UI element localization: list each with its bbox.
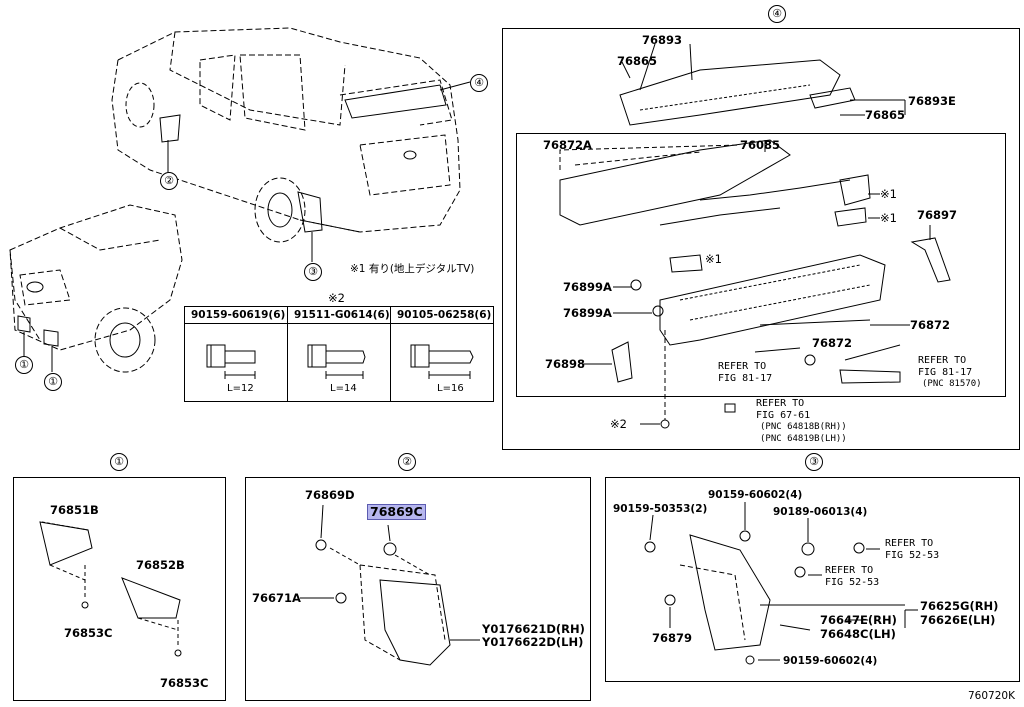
ref-52-53-b-line1[interactable]: REFER TO: [825, 565, 874, 576]
part-76872A[interactable]: 76872A: [543, 138, 592, 152]
ref-52-53-b-line2[interactable]: FIG 52-53: [825, 577, 880, 588]
part-76625G[interactable]: 76625G(RH): [920, 599, 999, 613]
ref-52-53-a-line2[interactable]: FIG 52-53: [885, 550, 940, 561]
part-90189-06013[interactable]: 90189-06013(4): [773, 506, 868, 518]
part-76853C-2[interactable]: 76853C: [160, 676, 209, 690]
bolt-icons: [206, 344, 474, 379]
callout-3[interactable]: ③: [304, 263, 322, 281]
part-76893[interactable]: 76893: [642, 33, 683, 47]
ref-81-17-b-line1[interactable]: REFER TO: [918, 355, 967, 366]
section-2-header: ②: [398, 453, 416, 471]
spoiler-upper-bracket: [619, 59, 841, 126]
section-3-header: ③: [805, 453, 823, 471]
part-90159-60602-a[interactable]: 90159-60602(4): [708, 489, 803, 501]
part-76671A[interactable]: 76671A: [252, 591, 301, 605]
callout-2[interactable]: ②: [160, 172, 178, 190]
part-76899A-2[interactable]: 76899A: [563, 306, 612, 320]
suv-front-illustration: [9, 204, 183, 351]
part-76897[interactable]: 76897: [917, 208, 958, 222]
section-2-frame: [245, 477, 591, 701]
part-Y0176622D[interactable]: Y0176622D(LH): [482, 635, 584, 649]
section-1-frame: [13, 477, 226, 701]
part-76851B[interactable]: 76851B: [50, 503, 99, 517]
ref-67-61-line2[interactable]: FIG 67-61: [756, 410, 811, 421]
part-76869D[interactable]: 76869D: [305, 488, 355, 502]
section-3-frame: [605, 477, 1020, 682]
part-76872-1[interactable]: 76872: [910, 318, 951, 332]
diagram-id: 760720K: [968, 690, 1015, 702]
part-76879[interactable]: 76879: [652, 631, 693, 645]
callout-4[interactable]: ④: [470, 74, 488, 92]
bolt-length-1: L=12: [227, 383, 254, 394]
ref-81-17-a-line2[interactable]: FIG 81-17: [718, 373, 773, 384]
part-76869C-highlighted[interactable]: 76869C: [367, 504, 426, 520]
bolt-part-2: 91511-G0614(6): [294, 309, 390, 321]
part-76852B[interactable]: 76852B: [136, 558, 185, 572]
vehicle-note: ※1 有り(地上デジタルTV): [350, 263, 475, 275]
bolt-table: 90159-60619(6) 91511-G0614(6) 90105-0625…: [184, 306, 494, 402]
rear-mudguard-2: [379, 579, 451, 666]
section-1-header: ①: [110, 453, 128, 471]
ref-81-17-b-line3: (PNC 81570): [922, 379, 982, 389]
part-76899A-1[interactable]: 76899A: [563, 280, 612, 294]
spoiler-base: [659, 254, 886, 346]
part-76648C[interactable]: 76648C(LH): [820, 627, 896, 641]
ref-67-61-line1[interactable]: REFER TO: [756, 398, 805, 409]
section-4-header: ④: [768, 5, 786, 23]
part-76865-a[interactable]: 76865: [617, 54, 658, 68]
note-mark-1c: ※1: [705, 252, 722, 266]
part-90159-50353[interactable]: 90159-50353(2): [613, 503, 708, 515]
part-76898[interactable]: 76898: [545, 357, 586, 371]
bolt-length-2: L=14: [330, 383, 357, 394]
bolt-length-3: L=16: [437, 383, 464, 394]
note-mark-2: ※2: [610, 417, 627, 431]
ref-67-61-line3: (PNC 64818B(RH)): [760, 422, 847, 432]
bolt-table-mark: ※2: [328, 291, 345, 305]
part-76647E[interactable]: 76647E(RH): [820, 613, 897, 627]
part-76626E[interactable]: 76626E(LH): [920, 613, 996, 627]
part-90159-60602-b[interactable]: 90159-60602(4): [783, 655, 878, 667]
ref-67-61-line4: (PNC 64819B(LH)): [760, 434, 847, 444]
bolt-part-1: 90159-60619(6): [191, 309, 286, 321]
part-76872-2[interactable]: 76872: [812, 336, 853, 350]
section-4-inner-frame: [516, 133, 1006, 397]
note-mark-1b: ※1: [880, 211, 897, 225]
ref-81-17-a-line1[interactable]: REFER TO: [718, 361, 767, 372]
section-4-frame: [502, 28, 1020, 450]
part-76085[interactable]: 76085: [740, 138, 781, 152]
rear-mudguard-3: [689, 534, 771, 651]
callout-1b[interactable]: ①: [44, 373, 62, 391]
part-Y0176621D[interactable]: Y0176621D(RH): [482, 622, 585, 636]
note-mark-1a: ※1: [880, 187, 897, 201]
spoiler-cover: [559, 139, 791, 226]
ref-81-17-b-line2[interactable]: FIG 81-17: [918, 367, 973, 378]
suv-rear-illustration: [111, 27, 461, 233]
bolt-part-3: 90105-06258(6): [397, 309, 492, 321]
mudguard-front-lh: [121, 577, 181, 619]
part-76865-b[interactable]: 76865: [865, 108, 906, 122]
callout-1a[interactable]: ①: [15, 356, 33, 374]
part-76853C-1[interactable]: 76853C: [64, 626, 113, 640]
part-76893E[interactable]: 76893E: [908, 94, 956, 108]
ref-52-53-a-line1[interactable]: REFER TO: [885, 538, 934, 549]
